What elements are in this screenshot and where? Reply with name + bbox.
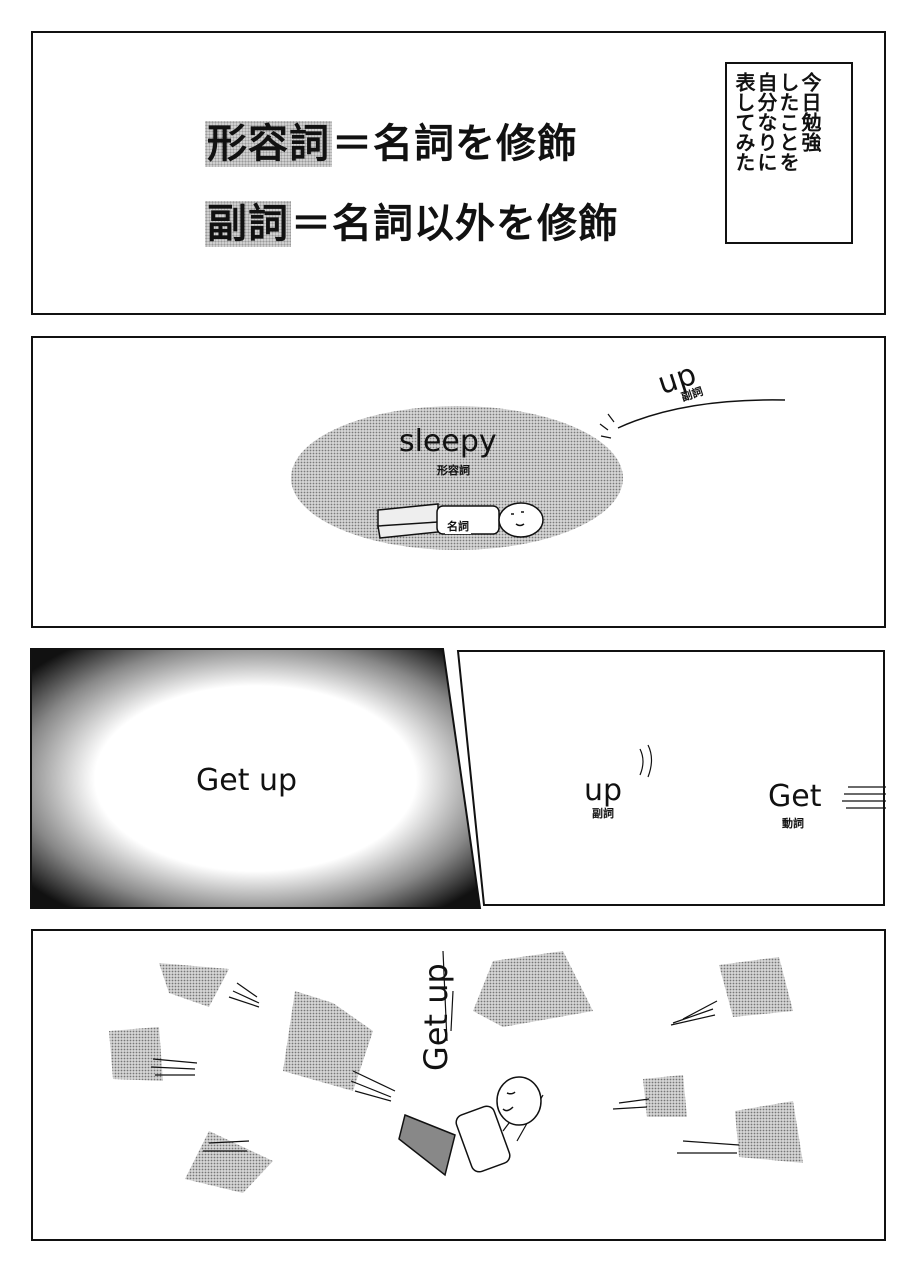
- scattered-tone-art: [109, 950, 803, 1193]
- verb-label: 動詞: [782, 817, 804, 830]
- motion-marks: [639, 744, 653, 778]
- panel-get-up-burst: Get up: [30, 648, 486, 909]
- adverb-word: up: [584, 773, 623, 808]
- adjective-label: 形容詞: [437, 464, 470, 477]
- adjective-word: sleepy: [399, 424, 497, 459]
- flying-tone-shards: [109, 951, 803, 1193]
- verb-word: Get: [768, 779, 822, 814]
- panel-sleepy: up 副詞 sleepy 形容詞 名詞: [31, 336, 886, 628]
- caption-line: したことを: [776, 72, 800, 172]
- caption-line: 表してみた: [732, 72, 756, 172]
- adverb-label: 副詞: [592, 807, 614, 820]
- panel-wake-up: Get up: [31, 929, 886, 1241]
- caption-box: 今日勉強 したことを 自分なりに 表してみた: [725, 62, 853, 244]
- speed-burst-art: [30, 648, 482, 909]
- noun-label: 名詞: [445, 518, 471, 534]
- sleeping-person: [377, 502, 544, 539]
- speed-lines: [842, 786, 886, 809]
- caption-text: 今日勉強 したことを 自分なりに 表してみた: [732, 72, 822, 232]
- impact-marks: [599, 413, 615, 439]
- speed-streaks: [150, 950, 740, 1154]
- caption-line: 自分なりに: [754, 72, 778, 172]
- adverb-term: 副詞: [205, 201, 291, 247]
- panel-definitions: 形容詞＝名詞を修飾 副詞＝名詞以外を修飾 今日勉強 したことを 自分なりに 表し…: [31, 31, 886, 315]
- adverb-definition-text: ＝名詞以外を修飾: [291, 201, 619, 247]
- panel-get-up-split: up 副詞 Get 動詞: [456, 649, 886, 908]
- adjective-term: 形容詞: [205, 121, 332, 167]
- adverb-definition: 副詞＝名詞以外を修飾: [205, 191, 619, 249]
- caption-line: 今日勉強: [798, 72, 822, 152]
- waking-person: [398, 1076, 542, 1177]
- split-panel-frame: [456, 650, 886, 906]
- adjective-definition: 形容詞＝名詞を修飾: [205, 111, 578, 169]
- trajectory-line: [617, 399, 786, 429]
- panel-sleepy-art: [291, 399, 786, 550]
- get-up-phrase: Get up: [196, 763, 298, 798]
- adjective-definition-text: ＝名詞を修飾: [332, 121, 578, 167]
- shout-phrase: Get up: [417, 963, 455, 1071]
